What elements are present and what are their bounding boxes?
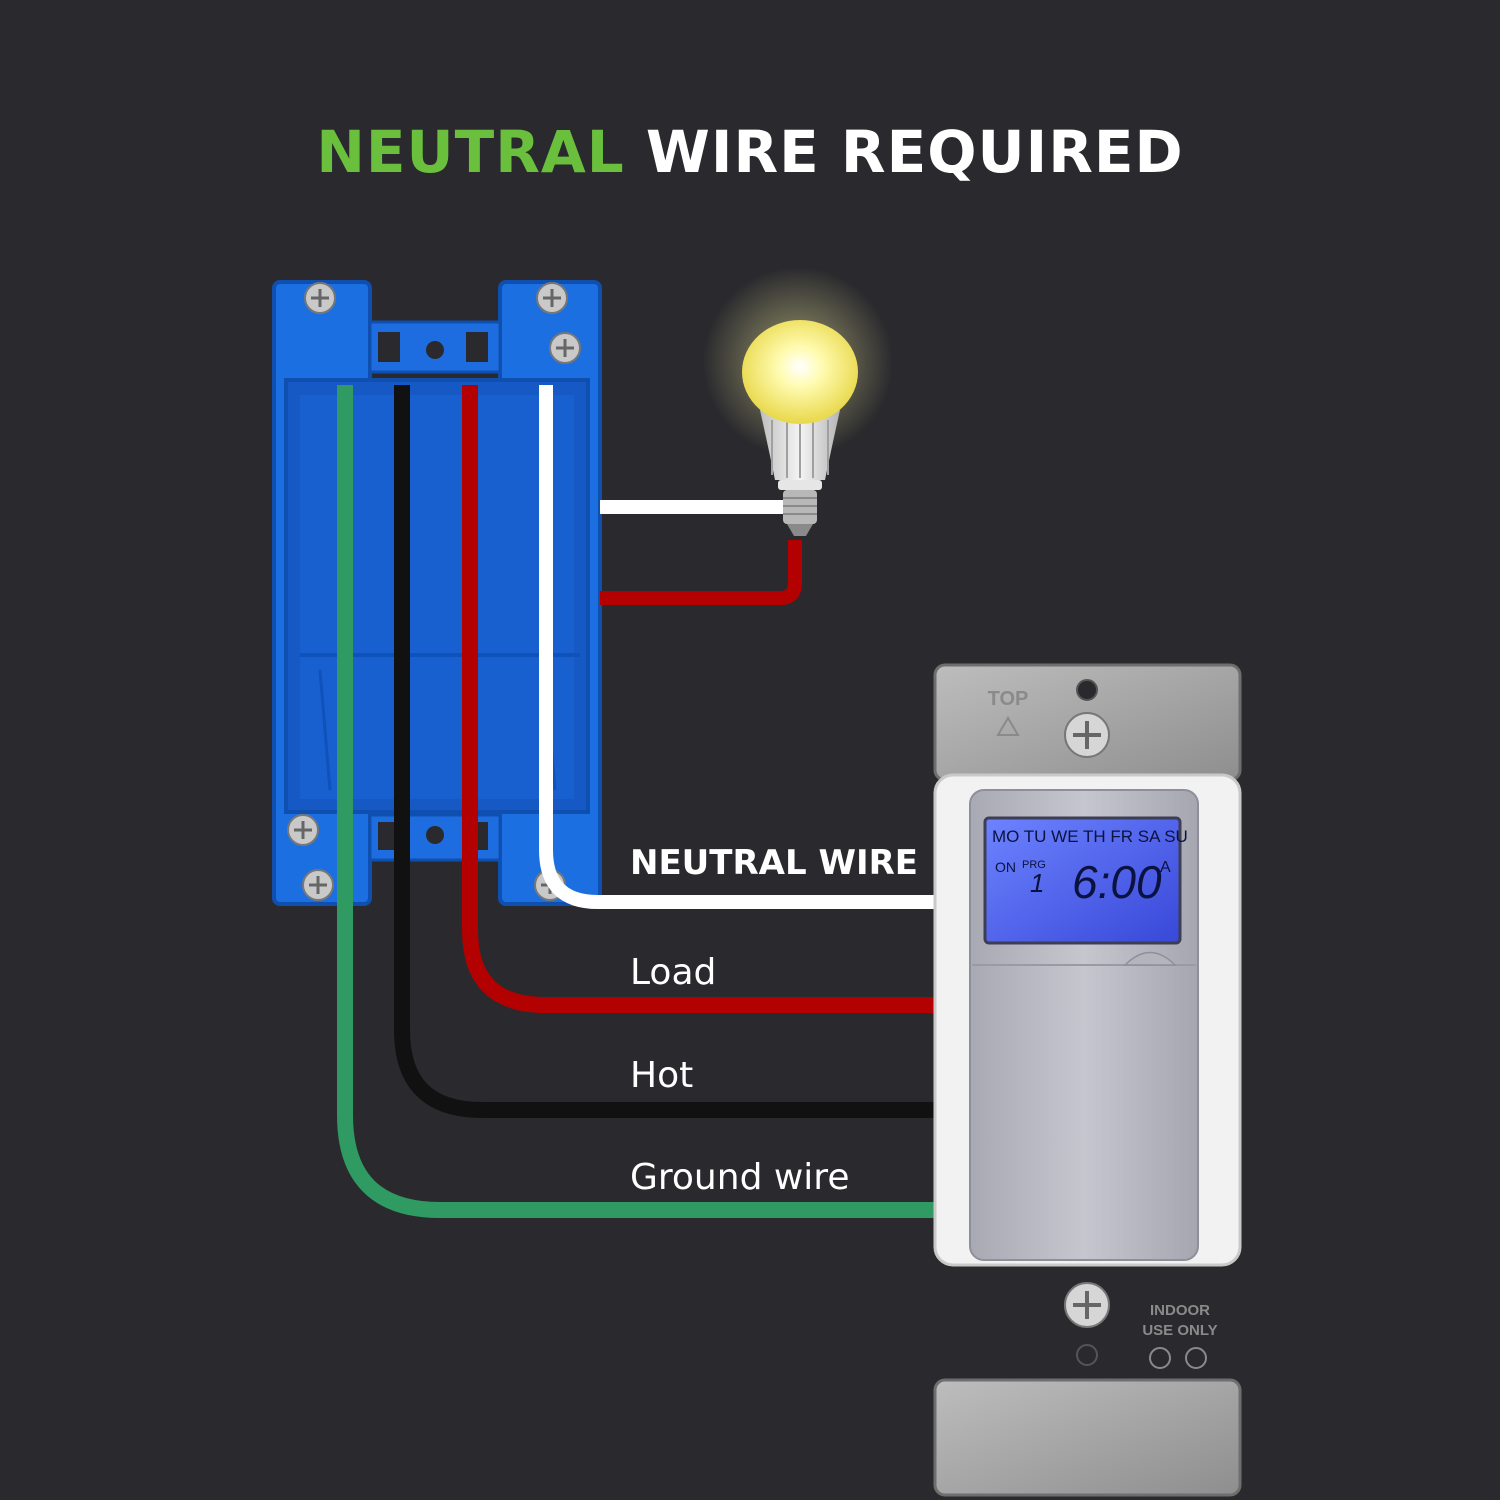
screw-icon — [549, 332, 581, 364]
screw-icon — [536, 282, 568, 314]
page-title: NEUTRAL WIRE REQUIRED — [0, 118, 1500, 186]
plate-top-label: TOP — [988, 688, 1029, 710]
bulb-load-wire — [600, 540, 802, 605]
light-bulb-icon — [703, 267, 893, 536]
lcd-days: MO TU WE TH FR SA SU — [992, 827, 1188, 846]
hot-wire-label: Hot — [630, 1055, 694, 1096]
ground-wire-label: Ground wire — [630, 1157, 850, 1198]
lcd-ampm: A — [1160, 859, 1171, 876]
timer-switch-icon: TOP INDOOR USE ONLY MO TU WE TH FR SA SU… — [933, 663, 1242, 1497]
lcd-prg: PRG — [1022, 859, 1046, 871]
lcd-program-number: 1 — [1030, 868, 1044, 898]
screw-icon — [1064, 1282, 1110, 1328]
title-rest: WIRE REQUIRED — [645, 118, 1184, 186]
title-highlight: NEUTRAL — [316, 118, 625, 186]
screw-icon — [302, 869, 334, 901]
screw-icon — [287, 814, 319, 846]
screw-icon — [304, 282, 336, 314]
lcd-screen — [983, 816, 1182, 945]
plate-indoor-label: INDOOR — [1150, 1302, 1210, 1319]
lcd-time: 6:00 — [1072, 856, 1162, 908]
load-wire-label: Load — [630, 952, 717, 993]
ground-wire — [337, 385, 940, 1218]
load-wire — [462, 385, 940, 1013]
neutral-wire-label: NEUTRAL WIRE — [630, 843, 919, 883]
screw-icon — [1064, 712, 1110, 758]
plate-use-only-label: USE ONLY — [1142, 1322, 1217, 1339]
hot-wire — [394, 385, 940, 1118]
lcd-on: ON — [995, 859, 1016, 875]
neutral-wire — [539, 385, 940, 909]
